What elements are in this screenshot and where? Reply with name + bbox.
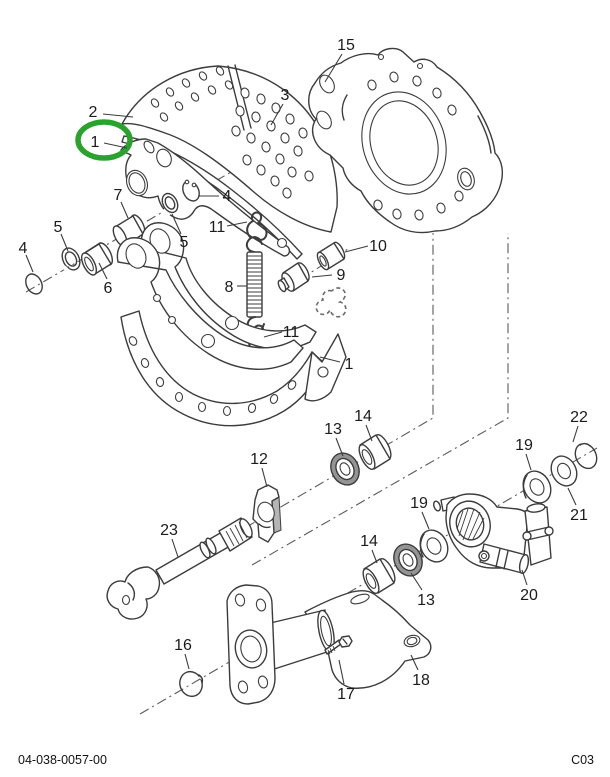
camshaft-head — [106, 566, 161, 620]
spacer-washer-right — [522, 470, 552, 504]
callout-14-inner[interactable]: 14 — [354, 408, 372, 425]
callout-12-bracket[interactable]: 12 — [250, 451, 268, 468]
spider-bolt-holes — [367, 53, 464, 221]
return-spring — [245, 236, 265, 333]
camshaft-seal-outer — [393, 543, 423, 577]
callout-4-left[interactable]: 4 — [19, 240, 28, 257]
lower-shoe-web-front — [116, 237, 304, 370]
callout-16-o-ring[interactable]: 16 — [174, 637, 192, 654]
lining-rivet-holes — [150, 66, 314, 199]
anchor-pin-bushing — [80, 242, 114, 276]
washer-right — [161, 192, 179, 218]
callout-1-highlighted[interactable]: 1 — [91, 134, 100, 151]
callouts: 2 1 3 15 7 4 5 11 5 4 6 8 11 10 9 1 13 1… — [19, 37, 588, 703]
spider-projection-line — [251, 233, 509, 566]
callout-1-lower-shoe[interactable]: 1 — [345, 356, 354, 373]
revision-code: C03 — [571, 753, 594, 767]
spider-center-bore-inner — [369, 100, 439, 186]
o-ring — [179, 670, 208, 698]
camshaft-bushing-inner — [358, 434, 392, 470]
spider-ear-holes — [316, 74, 335, 130]
leader-lines — [25, 53, 579, 685]
camshaft-upper-axis-line — [124, 233, 434, 599]
camshaft-bushing-outer — [362, 558, 396, 594]
web-holes — [125, 140, 288, 249]
callout-18-bracket[interactable]: 18 — [412, 672, 430, 689]
snap-ring-right — [182, 178, 200, 202]
callout-19-right[interactable]: 19 — [515, 437, 533, 454]
callout-6-bushing[interactable]: 6 — [104, 280, 113, 297]
callout-3-lining[interactable]: 3 — [281, 87, 290, 104]
lower-brake-shoe — [116, 222, 347, 427]
bracket-slot — [350, 593, 370, 605]
camshaft-bracket — [226, 584, 432, 705]
callout-19-left[interactable]: 19 — [410, 495, 428, 512]
callout-21-washer[interactable]: 21 — [570, 507, 588, 524]
washer-left — [61, 247, 81, 275]
spacer-washer-left — [419, 529, 449, 563]
support-bracket — [252, 484, 282, 543]
washer-camshaft — [550, 455, 578, 487]
rim-rivet-holes — [128, 336, 297, 417]
highlight-ellipse — [75, 119, 133, 161]
spider-contour-lines — [341, 94, 492, 154]
callout-13-outer[interactable]: 13 — [417, 592, 435, 609]
callout-2-shoe-table[interactable]: 2 — [89, 104, 98, 121]
callout-5-left[interactable]: 5 — [54, 219, 63, 236]
slack-adjuster — [433, 493, 554, 575]
callout-22-snap-ring[interactable]: 22 — [570, 409, 588, 426]
brake-camshaft — [106, 517, 253, 620]
callout-8-spring[interactable]: 8 — [225, 279, 234, 296]
snap-ring-left — [25, 273, 43, 295]
callout-15-spider[interactable]: 15 — [337, 37, 355, 54]
callout-14-outer[interactable]: 14 — [360, 533, 378, 550]
callout-9-roller[interactable]: 9 — [337, 267, 346, 284]
camshaft-seal-inner — [330, 452, 360, 486]
brake-spider — [308, 47, 504, 234]
bolt — [324, 635, 353, 655]
cam-roller — [277, 262, 310, 293]
document-number: 04-038-0057-00 — [18, 753, 107, 767]
callout-20-adjuster[interactable]: 20 — [520, 587, 538, 604]
retainer-clip-top — [246, 211, 268, 241]
callout-23-camshaft[interactable]: 23 — [160, 522, 178, 539]
callout-11-top[interactable]: 11 — [209, 219, 226, 236]
snap-ring-camshaft — [574, 441, 598, 470]
phantom-clip — [315, 287, 347, 318]
callout-11-bottom[interactable]: 11 — [283, 324, 300, 341]
callout-5-right[interactable]: 5 — [180, 234, 189, 251]
callout-17-bolt[interactable]: 17 — [337, 686, 355, 703]
callout-10-bushing[interactable]: 10 — [369, 238, 387, 255]
bracket-arm — [304, 589, 432, 689]
flange-holes — [234, 593, 269, 694]
callout-4-right[interactable]: 4 — [223, 188, 232, 205]
callout-7-anchor-pin[interactable]: 7 — [114, 187, 123, 204]
callout-13-inner[interactable]: 13 — [324, 421, 342, 438]
roller-bushing — [316, 241, 346, 271]
